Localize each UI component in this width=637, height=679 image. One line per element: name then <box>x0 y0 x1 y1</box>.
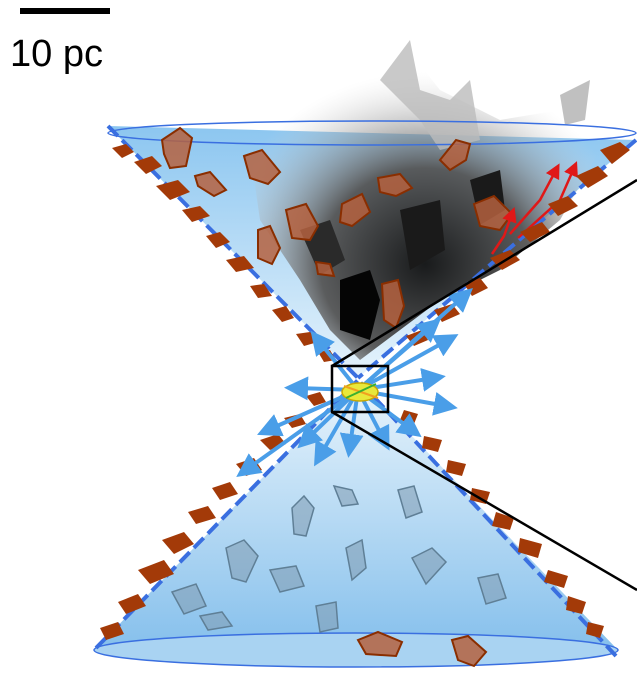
scale-bar-line <box>20 8 110 14</box>
upper-ionization-cone <box>106 40 637 380</box>
lower-ionization-cone <box>93 378 619 668</box>
upper-cone-clumps <box>160 126 514 330</box>
lower-cone-base-clumps <box>356 630 488 668</box>
accretion-disk-icon <box>341 382 379 402</box>
callout-line-lower <box>331 410 637 592</box>
lower-cone-rim <box>93 632 619 668</box>
gas-emission-map <box>250 40 600 360</box>
scale-bar-label: 10 pc <box>10 33 103 75</box>
upper-cone-rim <box>107 120 637 146</box>
zoom-box <box>330 364 390 414</box>
callout-line-upper <box>331 178 637 368</box>
scale-bar: 10 pc <box>10 8 110 75</box>
zoom-callout <box>330 178 637 592</box>
lower-cone-ghost-clumps <box>170 484 507 633</box>
outflow-arrows <box>236 288 473 477</box>
